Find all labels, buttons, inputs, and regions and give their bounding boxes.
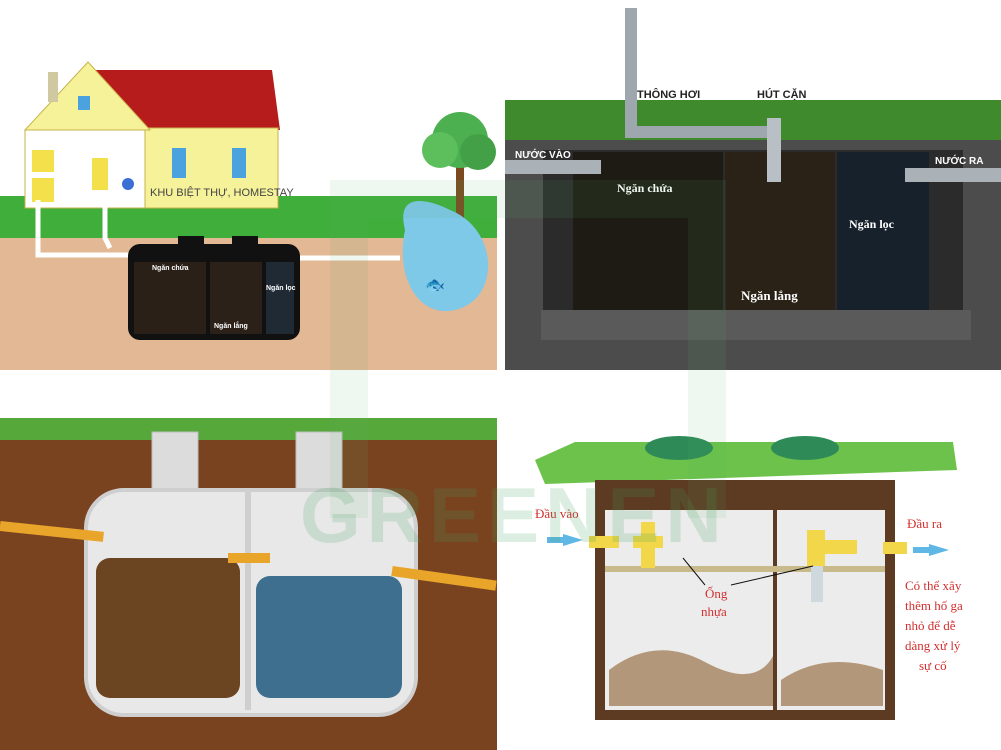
chamber-label-2: Ngăn lắng bbox=[741, 288, 798, 303]
note-line-4: dàng xử lý bbox=[905, 638, 961, 653]
pipe-label-line1: Ống bbox=[705, 586, 728, 601]
note-line-1: Có thể xây bbox=[905, 578, 962, 593]
pipe-label-line2: nhựa bbox=[701, 604, 727, 619]
note-line-3: nhỏ để dễ bbox=[905, 618, 956, 633]
house-septic-illustration: KHU BIỆT THỰ, HOMESTAY 🐟 Ngăn chứa Ngăn … bbox=[0, 61, 497, 370]
outlet-pipe bbox=[391, 566, 497, 591]
note-line-5: sự cố bbox=[919, 658, 947, 673]
chamber-holding bbox=[573, 152, 723, 310]
chamber-label-3: Ngăn lọc bbox=[849, 217, 895, 231]
pipe-callout-right bbox=[730, 565, 814, 586]
two-chamber-tank-illustration bbox=[0, 418, 497, 750]
inlet-pipe bbox=[505, 160, 601, 174]
house-septic-panel: KHU BIỆT THỰ, HOMESTAY 🐟 Ngăn chứa Ngăn … bbox=[0, 0, 497, 370]
tree bbox=[422, 112, 496, 218]
outlet-pipe bbox=[905, 168, 1001, 182]
pipe-callout-left bbox=[682, 557, 706, 586]
chamber-label-1: Ngăn chứa bbox=[617, 181, 673, 195]
pond bbox=[402, 201, 489, 312]
outlet-label: NƯỚC RA bbox=[935, 154, 984, 167]
concrete-tank-illustration: Đầu vào Đầu ra Ống nhựa Có thể xây thêm … bbox=[535, 436, 963, 720]
inlet-label: Đầu vào bbox=[535, 506, 579, 521]
outlet-arrow-icon bbox=[929, 544, 949, 556]
house bbox=[23, 61, 280, 209]
manhole-cover-2 bbox=[771, 436, 839, 460]
chamber-label-2: Ngăn lắng bbox=[214, 321, 248, 330]
grass bbox=[0, 418, 497, 440]
transfer-pipe bbox=[228, 553, 270, 563]
tank-cross-section-illustration: THÔNG HƠI HÚT CẶN NƯỚC VÀO NƯỚC RA Ngăn … bbox=[505, 8, 1001, 370]
vent-pipe bbox=[625, 8, 637, 138]
note-line-2: thêm hố ga bbox=[905, 598, 963, 613]
concrete-tank-panel: Đầu vào Đầu ra Ống nhựa Có thể xây thêm … bbox=[505, 380, 1001, 750]
chamber-label-3: Ngăn lọc bbox=[266, 285, 296, 292]
two-chamber-tank-panel bbox=[0, 380, 497, 750]
septic-tank bbox=[128, 236, 300, 340]
house-label: KHU BIỆT THỰ, HOMESTAY bbox=[150, 186, 294, 199]
inlet-pipe bbox=[0, 521, 104, 542]
filter-mesh bbox=[811, 566, 823, 602]
grass-top bbox=[535, 442, 957, 484]
tank-cross-section-panel: THÔNG HƠI HÚT CẶN NƯỚC VÀO NƯỚC RA Ngăn … bbox=[505, 0, 1001, 370]
suction-label: HÚT CẶN bbox=[757, 88, 807, 101]
sludge-chamber bbox=[96, 558, 240, 698]
vent-label: THÔNG HƠI bbox=[637, 88, 700, 101]
inlet-label: NƯỚC VÀO bbox=[515, 148, 571, 161]
suction-pipe bbox=[767, 118, 781, 182]
fish-icon: 🐟 bbox=[425, 277, 445, 294]
sludge-right bbox=[781, 662, 883, 706]
inlet-arrow-icon bbox=[563, 534, 583, 546]
manhole-cover-1 bbox=[645, 436, 713, 460]
sludge-left bbox=[609, 650, 773, 706]
drain-pipe bbox=[35, 200, 130, 258]
chamber-label-1: Ngăn chứa bbox=[152, 265, 189, 272]
outlet-label: Đầu ra bbox=[907, 516, 942, 531]
clarified-chamber bbox=[256, 576, 402, 698]
